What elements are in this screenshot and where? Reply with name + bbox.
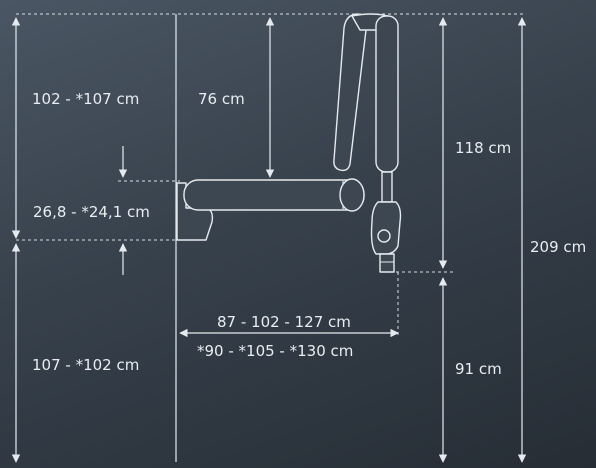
label-total-height: 209 cm: [530, 238, 587, 256]
label-right-lower: 91 cm: [455, 360, 502, 378]
label-left-upper: 102 - *107 cm: [32, 90, 140, 108]
tube-neck: [381, 171, 393, 203]
vertical-arm-segment: [375, 15, 399, 173]
elbow-joint: [339, 178, 365, 212]
tube-cone: [379, 253, 395, 273]
label-top-gap: 76 cm: [198, 90, 245, 108]
label-right-upper: 118 cm: [455, 139, 512, 157]
label-arm-thickness: 26,8 - *24,1 cm: [33, 203, 150, 221]
horizontal-arm: [183, 179, 365, 211]
xray-device: [176, 13, 402, 273]
tube-head: [370, 201, 402, 255]
label-reach-secondary: *90 - *105 - *130 cm: [197, 342, 354, 360]
label-left-lower: 107 - *102 cm: [32, 356, 140, 374]
tube-head-knob: [377, 229, 391, 243]
label-reach-primary: 87 - 102 - 127 cm: [217, 313, 351, 331]
upper-arm-segment: [333, 13, 368, 172]
